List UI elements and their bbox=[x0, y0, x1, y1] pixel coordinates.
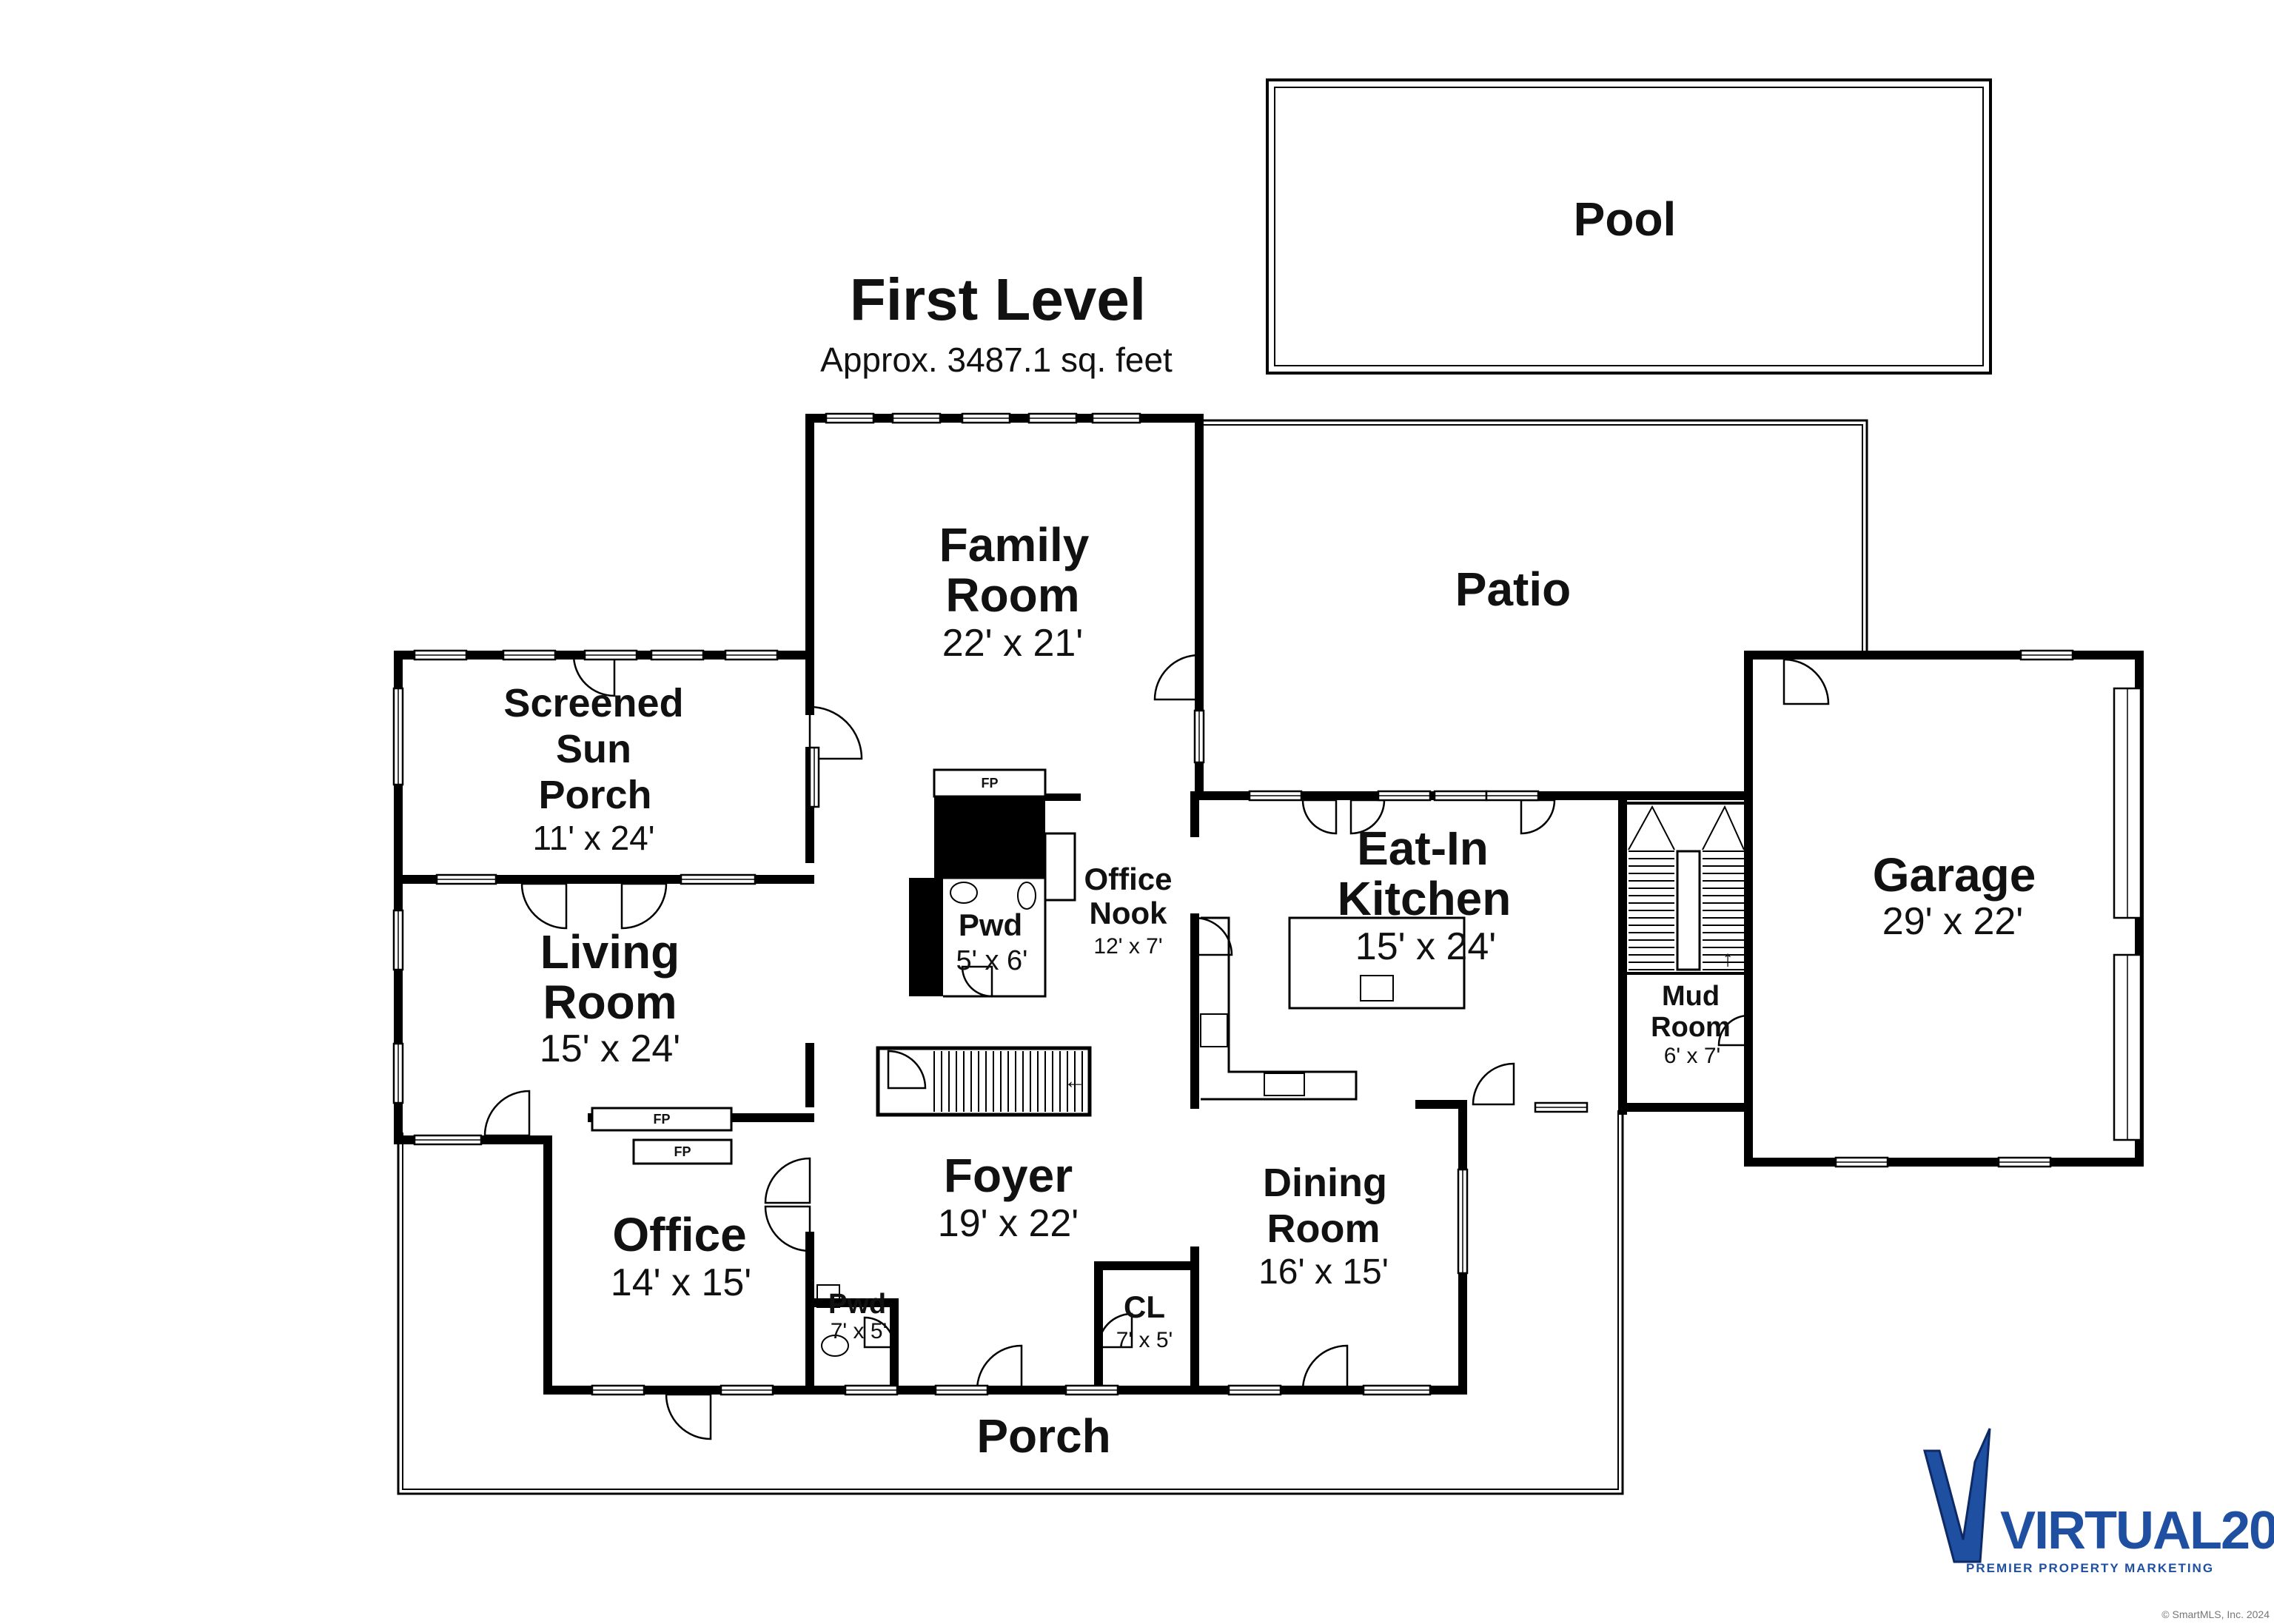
logo-tagline: PREMIER PROPERTY MARKETING bbox=[1966, 1561, 2214, 1575]
room-dining: Dining Room 16' x 15' bbox=[1258, 1161, 1389, 1292]
svg-text:14' x 15': 14' x 15' bbox=[611, 1261, 751, 1304]
svg-text:Screened: Screened bbox=[503, 681, 683, 725]
svg-text:Foyer: Foyer bbox=[944, 1149, 1073, 1202]
room-eat-in-kitchen: Eat-In Kitchen 15' x 24' bbox=[1338, 822, 1512, 968]
room-pwd-upper: Pwd 5' x 6' bbox=[956, 907, 1028, 976]
svg-text:↑: ↑ bbox=[1723, 947, 1734, 971]
svg-text:Room: Room bbox=[945, 568, 1079, 622]
svg-text:Garage: Garage bbox=[1873, 848, 2036, 902]
svg-text:12' x 7': 12' x 7' bbox=[1093, 934, 1162, 959]
svg-text:16' x 15': 16' x 15' bbox=[1258, 1252, 1389, 1292]
room-living: Living Room 15' x 24' bbox=[540, 925, 680, 1070]
room-patio: Patio bbox=[1455, 563, 1571, 616]
svg-text:Mud: Mud bbox=[1662, 981, 1720, 1012]
office-fireplace: FP bbox=[632, 1138, 733, 1165]
porch-outline bbox=[397, 1110, 1624, 1495]
svg-text:Living: Living bbox=[540, 925, 680, 979]
svg-text:Room: Room bbox=[1651, 1012, 1731, 1043]
svg-text:←: ← bbox=[1064, 1069, 1086, 1093]
svg-text:29' x 22': 29' x 22' bbox=[1882, 900, 2023, 943]
svg-text:Office: Office bbox=[1084, 862, 1172, 896]
svg-text:15' x 24': 15' x 24' bbox=[540, 1027, 680, 1070]
kitchen-fixtures bbox=[1200, 916, 1466, 1101]
doors bbox=[483, 654, 1830, 1440]
windows bbox=[392, 412, 2142, 1396]
svg-text:Family: Family bbox=[939, 518, 1090, 571]
room-screened-sun-porch: Screened Sun Porch 11' x 24' bbox=[503, 681, 683, 857]
virtual203-logo: VIRTUAL203 PREMIER PROPERTY MARKETING bbox=[1923, 1428, 2274, 1575]
logo-wordmark: VIRTUAL203 bbox=[2000, 1501, 2274, 1560]
svg-text:15' x 24': 15' x 24' bbox=[1355, 925, 1496, 968]
svg-text:6' x 7': 6' x 7' bbox=[1664, 1044, 1721, 1068]
svg-text:5' x 6': 5' x 6' bbox=[956, 945, 1028, 976]
svg-text:FP: FP bbox=[674, 1144, 691, 1159]
living-fireplace: FP bbox=[591, 1107, 733, 1132]
svg-text:Eat-In: Eat-In bbox=[1357, 822, 1489, 875]
room-porch: Porch bbox=[976, 1409, 1110, 1463]
svg-text:Sun: Sun bbox=[556, 727, 631, 771]
svg-text:Room: Room bbox=[1267, 1207, 1381, 1251]
svg-text:Nook: Nook bbox=[1090, 896, 1168, 930]
room-family: Family Room 22' x 21' bbox=[939, 518, 1090, 665]
svg-text:FP: FP bbox=[981, 776, 998, 791]
svg-text:Pwd: Pwd bbox=[828, 1289, 886, 1320]
pool-label: Pool bbox=[1574, 192, 1677, 246]
svg-text:Pwd: Pwd bbox=[959, 907, 1022, 942]
svg-text:Office: Office bbox=[612, 1208, 746, 1261]
room-garage: Garage 29' x 22' bbox=[1873, 848, 2036, 943]
room-office: Office 14' x 15' bbox=[611, 1208, 751, 1304]
plan-title: First Level bbox=[850, 266, 1146, 332]
svg-text:7' x 5': 7' x 5' bbox=[1116, 1328, 1173, 1352]
patio-outline bbox=[1199, 419, 1868, 651]
svg-text:7' x 5': 7' x 5' bbox=[831, 1319, 888, 1343]
room-mud: Mud Room 6' x 7' bbox=[1651, 981, 1731, 1068]
copyright: © SmartMLS, Inc. 2024 bbox=[2161, 1608, 2270, 1620]
svg-text:Dining: Dining bbox=[1263, 1161, 1387, 1205]
svg-text:22' x 21': 22' x 21' bbox=[942, 622, 1083, 665]
pool: Pool bbox=[1266, 78, 1992, 375]
svg-text:11' x 24': 11' x 24' bbox=[532, 819, 654, 857]
room-closet: CL 7' x 5' bbox=[1116, 1289, 1173, 1352]
room-foyer: Foyer 19' x 22' bbox=[938, 1149, 1079, 1245]
room-office-nook: Office Nook 12' x 7' bbox=[1084, 862, 1172, 959]
svg-text:Kitchen: Kitchen bbox=[1338, 872, 1512, 925]
svg-text:Porch: Porch bbox=[538, 773, 651, 817]
room-pwd-lower: Pwd 7' x 5' bbox=[828, 1289, 887, 1343]
plan-area: Approx. 3487.1 sq. feet bbox=[820, 340, 1173, 379]
logo-v-mark bbox=[1923, 1428, 1991, 1563]
svg-text:Room: Room bbox=[543, 976, 677, 1029]
svg-text:CL: CL bbox=[1124, 1289, 1165, 1324]
plumbing-fixtures bbox=[816, 882, 1036, 1357]
family-fireplace: FP bbox=[909, 768, 1081, 998]
mud-stairs: ↑ bbox=[1624, 802, 1748, 975]
svg-text:FP: FP bbox=[653, 1112, 670, 1127]
svg-text:19' x 22': 19' x 22' bbox=[938, 1202, 1079, 1245]
main-stairs: ← bbox=[876, 1046, 1092, 1117]
